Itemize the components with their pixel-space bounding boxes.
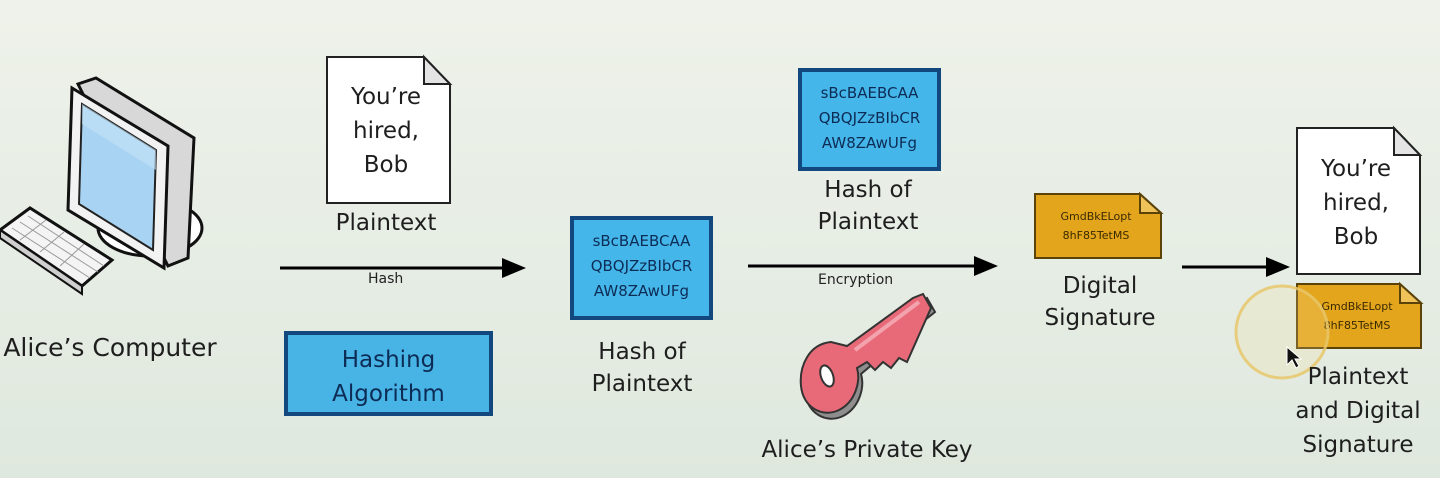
- hash-box-top: sBcBAEBCAA QBQJZzBIbCR AW8ZAwUFg: [798, 68, 941, 171]
- encryption-arrow-label: Encryption: [818, 272, 894, 288]
- digital-signature-text: GmdBkELopt 8hF85TetMS: [1060, 210, 1132, 242]
- hashing-algorithm-box: Hashing Algorithm: [284, 331, 493, 416]
- key-icon: [799, 292, 937, 420]
- final-arrow: [1182, 257, 1290, 277]
- plaintext-document-icon: [326, 54, 453, 204]
- mouse-pointer-icon: [1286, 345, 1303, 369]
- cursor-highlight-ring: [1234, 284, 1330, 380]
- final-signature-text: GmdBkELopt 8hF85TetMS: [1321, 300, 1393, 332]
- hash-arrow: [280, 258, 526, 278]
- plaintext-document-text: You’re hired, Bob: [350, 84, 422, 178]
- digital-signature-icon: [1034, 191, 1164, 259]
- hash-of-plaintext-label-middle: Hash of Plaintext: [591, 339, 693, 397]
- computer-label: Alice’s Computer: [3, 333, 217, 362]
- final-document-icon: [1296, 125, 1423, 275]
- encryption-arrow: [748, 256, 998, 276]
- plaintext-and-digital-signature-label: Plaintext and Digital Signature: [1295, 364, 1421, 458]
- plaintext-label: Plaintext: [335, 210, 437, 236]
- hash-box-middle: sBcBAEBCAA QBQJZzBIbCR AW8ZAwUFg: [570, 216, 713, 320]
- hash-arrow-label: Hash: [368, 271, 404, 287]
- hash-of-plaintext-label-top: Hash of Plaintext: [817, 177, 919, 235]
- private-key-label: Alice’s Private Key: [761, 437, 973, 463]
- final-document-text: You’re hired, Bob: [1320, 156, 1392, 250]
- computer-icon: [0, 76, 204, 296]
- digital-signature-label: Digital Signature: [1044, 273, 1156, 331]
